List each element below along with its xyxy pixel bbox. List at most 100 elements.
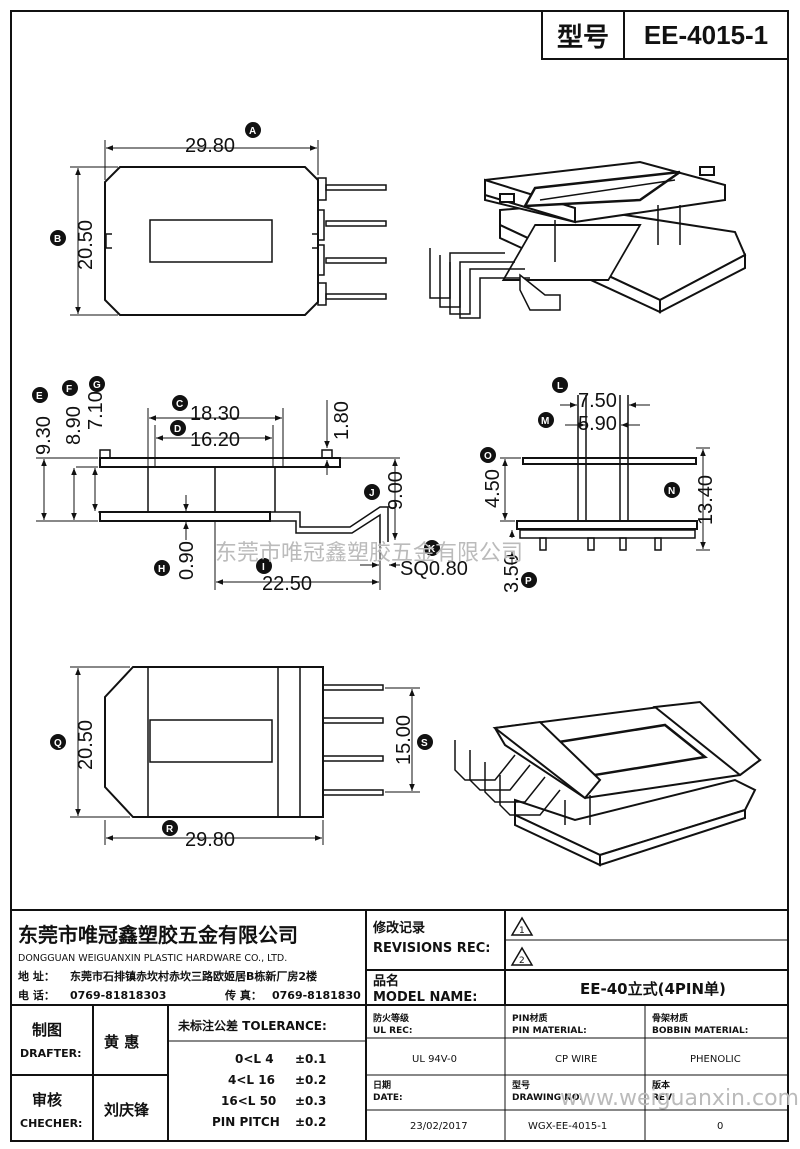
dim-end-p: 3.50 [501,554,523,593]
dim-side-e: 9.30 [33,416,55,455]
svg-text:P: P [525,576,532,587]
bobbin-label-cn: 骨架材质 [652,1012,688,1024]
tolerance-value-1: ±0.1 [295,1052,326,1066]
svg-text:C: C [176,399,183,410]
dim-side-c: 18.30 [190,403,240,425]
svg-text:I: I [262,562,265,573]
bobbin-label-en: BOBBIN MATERIAL: [652,1026,748,1036]
dim-side-l: 22.50 [262,573,312,595]
revisions-label-en: REVISIONS REC: [373,941,490,956]
drafter-label-cn: 制图 [32,1021,62,1039]
svg-text:K: K [428,544,436,555]
phone-value: 0769-81818303 [70,989,166,1002]
tolerance-label: 未标注公差 TOLERANCE: [177,1018,327,1033]
checker-label-en: CHECHER: [20,1117,82,1130]
model-name-label-cn: 品名 [373,973,399,989]
svg-text:L: L [557,381,563,392]
drawing-label-en: DRAWING NO. [512,1093,583,1103]
svg-text:D: D [174,424,181,435]
svg-text:R: R [166,824,174,835]
model-name-label-en: MODEL NAME: [373,990,477,1005]
svg-text:N: N [668,486,675,497]
dim-bottom-height: 20.50 [75,720,97,770]
watermark-company: 东莞市唯冠鑫塑胶五金有限公司 [215,541,523,566]
pin-value: CP WIRE [555,1054,597,1065]
end-view [500,395,710,565]
date-label-en: DATE: [373,1093,403,1103]
tolerance-value-2: ±0.2 [295,1073,326,1087]
tolerance-range-2: 4<L 16 [228,1073,275,1087]
drafter-name: 黄 惠 [104,1033,139,1051]
dim-side-d: 16.20 [190,429,240,451]
iso-view-bottom [454,700,762,867]
dim-side-j: 1.80 [331,401,353,440]
tolerance-value-4: ±0.2 [295,1115,326,1129]
drawing-value: WGX-EE-4015-1 [528,1121,607,1132]
svg-text:Q: Q [54,738,62,749]
rev-label-en: REV: [652,1093,675,1103]
callout-a-label: A [249,126,256,137]
drawing-label-cn: 型号 [512,1079,530,1091]
company-name-en: DONGGUAN WEIGUANXIN PLASTIC HARDWARE CO.… [18,953,287,964]
dim-bottom-width: 29.80 [185,829,235,851]
revision-triangle-1 [510,916,534,936]
fax-value: 0769-8181830 [272,989,361,1002]
callout-b [50,230,66,246]
dim-side-f: 8.90 [63,406,85,445]
checker-name: 刘庆锋 [104,1101,150,1119]
watermark-website: www.weiguanxin.com [560,1086,799,1111]
svg-text:O: O [484,451,492,462]
dim-side-k: SQ0.80 [400,558,468,580]
model-title-box: 型号 EE-4015-1 [541,10,789,60]
technical-drawing: 29.80 20.50 A B [32,122,762,867]
tolerance-range-4: PIN PITCH [212,1115,280,1129]
dim-end-l: 7.50 [578,390,617,412]
callout-b-label: B [54,234,61,245]
svg-text:G: G [93,380,101,391]
revision-triangle-2 [510,946,534,966]
dim-side-i: 9.00 [385,471,407,510]
dim-end-m: 5.90 [578,413,617,435]
dim-bottom-inner: 15.00 [393,715,415,765]
top-view [70,140,387,316]
ul-label-en: UL REC: [373,1026,412,1036]
svg-text:E: E [36,391,43,402]
model-name-value: EE-40立式(4PIN单) [580,980,726,998]
svg-text:H: H [158,564,165,575]
pin-label-en: PIN MATERIAL: [512,1026,587,1036]
svg-text:F: F [66,384,72,395]
fax-label: 传 真： [224,988,262,1002]
tolerance-value-3: ±0.3 [295,1094,326,1108]
address-label: 地 址： [18,969,55,983]
end-view-callouts: L M O N P [480,377,680,588]
dim-side-g: 7.10 [85,391,107,430]
drawing-frame [10,10,789,1142]
iso-view-top [429,160,747,319]
bobbin-value: PHENOLIC [690,1054,741,1065]
date-label-cn: 日期 [373,1079,391,1091]
revision-2-number: 2 [519,956,525,966]
ul-value: UL 94V-0 [412,1054,457,1065]
dim-top-height: 20.50 [75,220,97,270]
model-number: EE-4015-1 [643,19,769,50]
ul-label-cn: 防火等级 [373,1012,410,1024]
side-view [36,400,400,590]
svg-text:M: M [541,416,549,427]
dim-side-h: 0.90 [176,541,198,580]
phone-label: 电 话： [18,988,55,1002]
dim-end-n: 13.40 [695,475,717,525]
side-view-callouts: E F G C D J H I K [32,376,440,576]
company-name-cn: 东莞市唯冠鑫塑胶五金有限公司 [18,923,298,947]
bottom-view-callouts: Q R S [50,734,433,836]
pin-label-cn: PIN材质 [512,1012,547,1024]
svg-text:J: J [369,488,375,499]
revision-1-number: 1 [519,926,525,936]
callout-a [245,122,261,138]
date-value: 23/02/2017 [410,1121,468,1132]
rev-value: 0 [717,1121,723,1132]
tolerance-range-1: 0<L 4 [235,1052,274,1066]
dim-end-o: 4.50 [482,469,504,508]
checker-label-cn: 审核 [32,1091,62,1109]
dim-top-width: 29.80 [185,135,235,157]
rev-label-cn: 版本 [651,1079,671,1091]
